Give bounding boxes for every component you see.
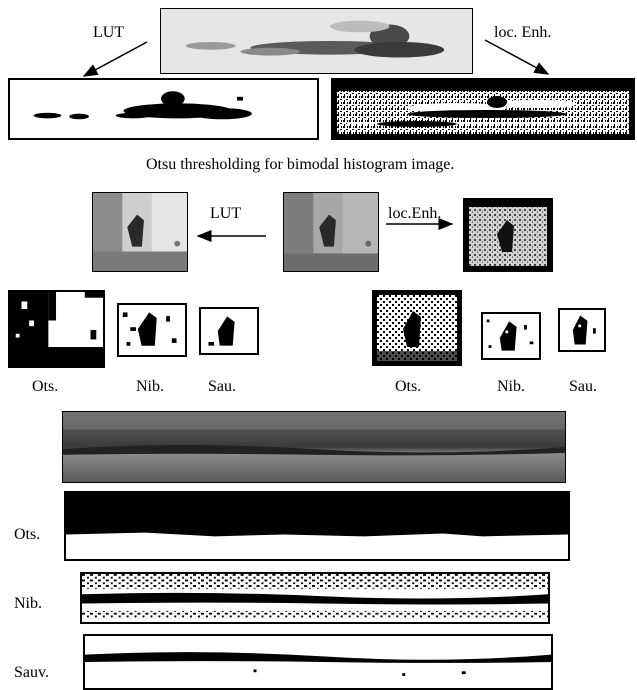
fig2-lut-label: LUT	[210, 205, 242, 222]
arrow-loc-enh-top	[484, 39, 550, 75]
fig1-loc-enh-result	[331, 78, 635, 140]
fig2-left-nib-label: Nib.	[136, 378, 164, 395]
fig3-ots-label: Ots.	[14, 526, 41, 543]
fig2-lut-image	[92, 192, 188, 272]
fig2-right-nib-result	[481, 312, 541, 360]
fig2-loc-enh-image	[463, 198, 553, 272]
fig3-source-image	[62, 411, 566, 483]
fig3-sauv-label: Sauv.	[14, 664, 49, 681]
fig2-left-sau-result	[199, 307, 259, 355]
fig2-loc-enh-label: loc.Enh.	[388, 205, 442, 222]
fig2-source-image	[283, 192, 379, 272]
arrow-lut-top	[82, 41, 148, 77]
fig3-sauv-result	[83, 634, 553, 690]
fig2-right-ots-label: Ots.	[395, 378, 422, 395]
fig3-nib-result	[80, 572, 550, 624]
fig2-right-sau-result	[558, 308, 606, 352]
fig2-left-ots-result	[8, 290, 105, 368]
fig2-right-nib-label: Nib.	[497, 378, 525, 395]
fig2-left-nib-result	[117, 303, 187, 357]
fig2-right-sau-label: Sau.	[569, 378, 597, 395]
fig1-source-image	[160, 8, 473, 74]
fig1-loc-enh-label: loc. Enh.	[494, 24, 552, 41]
fig2-left-sau-label: Sau.	[208, 378, 236, 395]
fig2-left-ots-label: Ots.	[32, 378, 59, 395]
fig2-right-ots-result	[372, 290, 462, 366]
fig1-lut-label: LUT	[93, 24, 125, 41]
fig3-nib-label: Nib.	[14, 595, 42, 612]
fig3-ots-result	[64, 491, 570, 561]
fig1-caption: Otsu thresholding for bimodal histogram …	[146, 156, 455, 173]
fig1-lut-result	[8, 78, 319, 140]
